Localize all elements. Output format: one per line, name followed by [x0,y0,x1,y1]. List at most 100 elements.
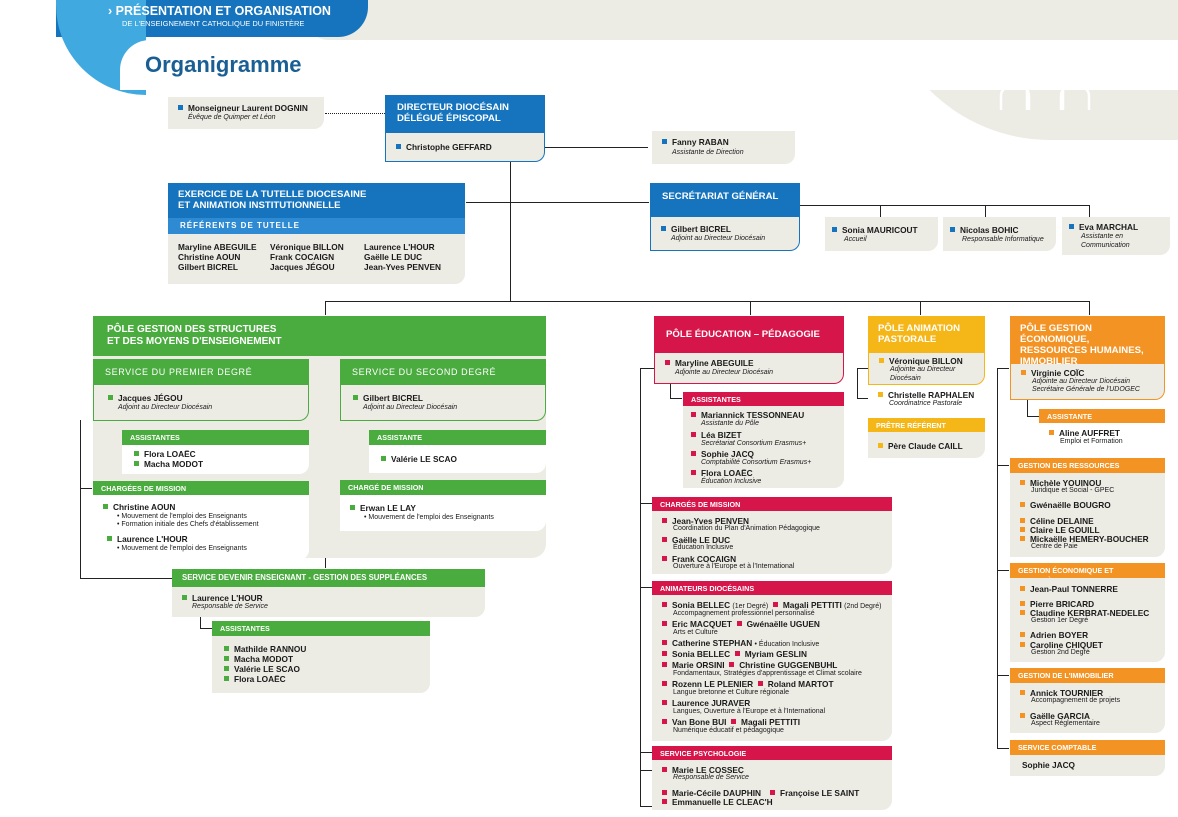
connector [880,205,881,217]
tutelle-ref: Jean-Yves PENVEN [364,262,442,272]
secretariat-card: Gilbert BICREL Adjoint au Directeur Dioc… [650,217,800,251]
pole-eco-title: PÔLE GESTION ÉCONOMIQUE, RESSOURCES HUMA… [1020,323,1144,367]
animateur-name: Rozenn LE PLENIER [672,679,754,689]
animateur-row: Rozenn LE PLENIER Roland MARTOT [662,679,834,689]
page-title: Organigramme [145,52,302,77]
bullet-icon [734,651,740,656]
rh-name: Céline DELAINE [1030,516,1094,526]
rh-name: Mickaëlle HEMERY-BOUCHER [1030,534,1149,544]
connector [800,205,1090,206]
pastorale-name: Véronique BILLON [889,356,963,366]
assistant-name: Macha MODOT [234,654,294,664]
mission-name: Christine AOUN [113,502,176,512]
connector [857,368,869,369]
director-header: DIRECTEUR DIOCÉSAIN DÉLÉGUÉ ÉPISCOPAL [385,95,545,133]
bullet-icon [950,227,955,232]
animateur-name: Eric MACQUET [672,619,732,629]
animateur-row: Eric MACQUET Gwénaëlle UGUEN [662,619,820,629]
bullet-icon [662,767,667,772]
mission-role: Ouverture à l'Europe et à l'Internationa… [673,563,795,570]
pastorale-role: Adjointe au Directeur Diocésain [890,366,956,382]
staff-name: Nicolas BOHIC [960,225,1019,235]
bullet-icon [1020,527,1025,532]
tutelle-ref: Véronique BILLON [270,242,344,252]
bullet-icon [691,470,696,475]
tutelle-col-3: Laurence L'HOUR Gaëlle LE DUC Jean-Yves … [364,242,441,272]
psy-role: Responsable de Service [673,774,749,781]
bullet-icon [662,651,667,656]
premier-degre-role: Adjoint au Directeur Diocésain [118,404,213,411]
bullet-icon [691,451,696,456]
bullet-icon [757,681,763,686]
bullet-icon [1020,610,1025,615]
premier-degre-card: Jacques JÉGOU Adjoint au Directeur Diocé… [93,385,309,421]
eco-assist-card: Aline AUFFRET Emploi et Formation [1039,423,1165,450]
bullet-icon [1020,586,1025,591]
second-degre-title: SERVICE DU SECOND DEGRÉ [352,367,497,377]
header-subsection: DE L'ENSEIGNEMENT CATHOLIQUE DU FINISTÈR… [122,19,305,28]
imm-name: Annick TOURNIER [1030,688,1104,698]
bullet-icon [665,360,670,365]
animateur-name: Magali PETTITI [741,717,801,727]
bullet-icon [662,681,667,686]
title-panel [120,40,1178,90]
pole-structures-title-1: PÔLE GESTION DES STRUCTURES [107,324,277,335]
chevron-right-icon: › [108,4,113,18]
connector [997,368,1009,369]
second-mission-card: Erwan LE LAY • Mouvement de l'emploi des… [340,495,546,531]
bullet-icon [662,790,667,795]
animateur-domain: Accompagnement professionnel personnalis… [673,609,815,617]
animateur-row: Sonia BELLEC Myriam GESLIN [662,649,807,659]
bullet-icon [662,602,667,607]
bullet-icon [1049,430,1054,435]
mission-role: Éducation Inclusive [673,544,734,551]
bishop-card: Monseigneur Laurent DOGNIN Évêque de Qui… [168,97,324,129]
assistant-name: Mathilde RANNOU [234,644,307,654]
bullet-icon [134,451,139,456]
education-anim-card: Sonia BELLEC (1er Degré) Magali PETTITI … [652,595,892,741]
assistant-name: Flora LOAËC [144,449,196,459]
bullet-icon [1020,632,1025,637]
tutelle-ref: Jacques JÉGOU [270,262,335,272]
bullet-icon [662,700,667,705]
animateur-note: • Éducation Inclusive [754,641,820,648]
assistant-role: Emploi et Formation [1060,438,1123,445]
mission-role: Mouvement de l'emploi des Enseignants [368,514,494,521]
mission-role: Formation initiale des Chefs d'établisse… [121,521,259,528]
connector [325,113,385,115]
assistant-name: Flora LOAËC [234,674,286,684]
second-assist-label: ASSISTANTE [369,430,546,445]
tutelle-card: Maryline ABEGUILE Christine AOUN Gilbert… [168,234,465,284]
fin-name: Pierre BRICARD [1030,599,1095,609]
education-anim-label: ANIMATEURS DIOCÉSAINS [652,581,892,595]
bullet-icon [1020,690,1025,695]
pole-pastorale-title: PÔLE ANIMATION PASTORALE [878,323,961,345]
sec-staff-card: Nicolas BOHIC Responsable Informatique [943,217,1056,251]
mission-name: Jean-Yves PENVEN [672,516,750,526]
education-psy-label: SERVICE PSYCHOLOGIE [652,746,892,760]
director-title: DIRECTEUR DIOCÉSAIN DÉLÉGUÉ ÉPISCOPAL [397,102,509,124]
tutelle-ref: Gaëlle LE DUC [364,252,423,262]
education-role: Adjointe au Directeur Diocésain [675,369,774,376]
compta-label: SERVICE COMPTABLE [1010,740,1165,755]
assistant-name: Aline AUFFRET [1059,428,1120,438]
secretariat-header: SECRÉTARIAT GÉNÉRAL [650,183,800,217]
assistant-name: Valérie LE SCAO [234,664,300,674]
bullet-icon [662,640,667,645]
connector [857,368,858,398]
animateur-name: Christine GUGGENBUHL [739,660,838,670]
connector [1027,416,1039,417]
second-degre-role: Adjoint au Directeur Diocésain [363,404,458,411]
animateur-row: Laurence JURAVER [662,698,750,708]
director-name: Christophe GEFFARD [406,142,492,152]
premier-assist-label: ASSISTANTES [122,430,309,445]
connector [750,301,751,315]
sec-staff-card: Sonia MAURICOUT Accueil [825,217,938,251]
connector [640,770,660,771]
fin-card: Jean-Paul TONNERRE Pierre BRICARD Claudi… [1010,578,1165,662]
psy-name: Emmanuelle LE CLEAC'H [672,797,773,807]
fin-label: GESTION ÉCONOMIQUE ET FINANCIÈRE [1010,563,1165,585]
connector [640,587,652,588]
fin-name: Jean-Paul TONNERRE [1030,584,1118,594]
devenir-header: SERVICE DEVENIR ENSEIGNANT - GESTION DES… [172,569,485,587]
